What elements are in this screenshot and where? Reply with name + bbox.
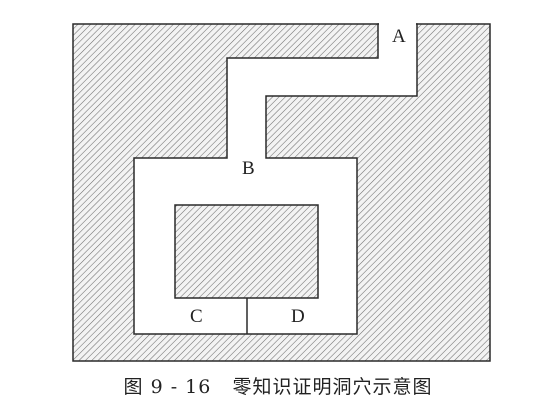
label-a: A — [392, 26, 406, 47]
label-d: D — [291, 306, 305, 327]
label-c: C — [190, 306, 203, 327]
figure-caption: 图 9 - 16 零知识证明洞穴示意图 — [123, 376, 433, 398]
cave-tunnel — [133, 23, 418, 335]
label-b: B — [242, 158, 255, 179]
